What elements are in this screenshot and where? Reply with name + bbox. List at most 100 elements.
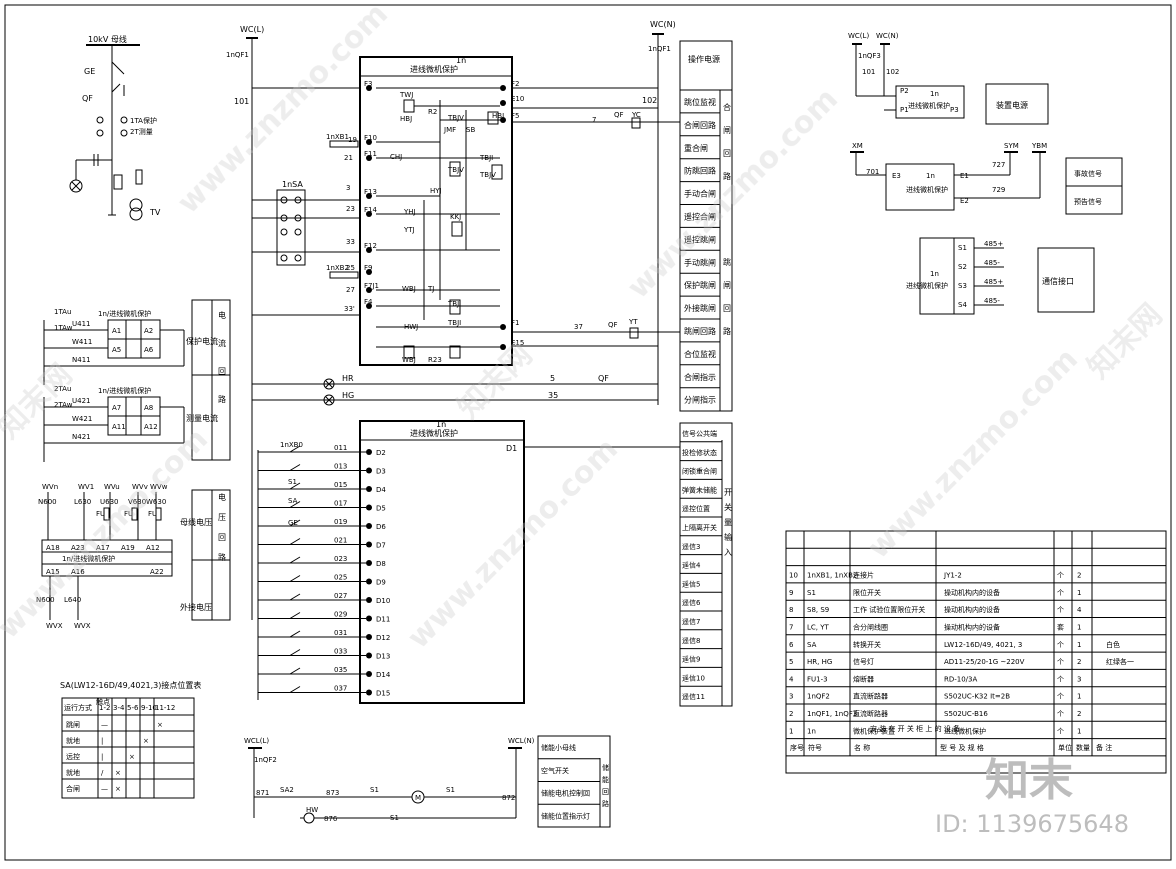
block-side: 回: [218, 367, 226, 376]
wire-label: 727: [992, 161, 1005, 169]
box: [41, 539, 173, 577]
box: [191, 489, 231, 621]
terminal-dot: [500, 100, 506, 106]
cell: A5: [112, 346, 121, 354]
block-title: 1n: [926, 172, 935, 180]
bus-label: WVn: [42, 483, 58, 491]
svg-text:GE: GE: [84, 67, 95, 76]
cell: E2: [960, 197, 969, 205]
panel-row: 跳闸回路: [684, 326, 716, 336]
terminal-dot: [366, 597, 372, 603]
cell: S3: [958, 282, 967, 290]
bom-cell: 合分闸线圈: [853, 623, 888, 632]
wire: [289, 649, 301, 656]
part-label: SA2: [280, 786, 294, 794]
signal-terminal: D8: [376, 560, 386, 568]
wire-label: 102: [886, 68, 899, 76]
table-cell: ×: [157, 721, 163, 729]
cell: E3: [892, 172, 901, 180]
bus-label: 10kV 母线: [88, 34, 127, 44]
panel-side: 回: [602, 788, 609, 796]
svg-text:www.znzmo.com: www.znzmo.com: [861, 342, 1085, 566]
box: [403, 99, 415, 113]
part-label: S1: [390, 814, 399, 822]
signal-terminal: D12: [376, 634, 390, 642]
bom-cell: 2: [789, 710, 793, 718]
terminal-label: F13: [364, 188, 377, 196]
bom-cell: 微机保护装置: [853, 726, 895, 735]
bom-head: 单位: [1058, 743, 1072, 752]
cell: A7: [112, 404, 121, 412]
panel-side: 量: [724, 518, 732, 527]
block-title: 1n: [930, 90, 939, 98]
bom-cell: 7: [789, 624, 793, 632]
wire-label: QF: [608, 321, 618, 329]
panel-row: 遥控跳闸: [684, 234, 716, 244]
svg-text:进线微机保护: 进线微机保护: [410, 64, 458, 74]
relay-label: R2: [428, 108, 437, 116]
table-cell: ×: [115, 769, 121, 777]
wire: [289, 445, 301, 453]
cell: A19: [121, 544, 135, 552]
block-side: 回: [218, 533, 226, 542]
part-label: S1: [370, 786, 379, 794]
ct-label: 2TAw: [54, 401, 73, 409]
box: [155, 507, 162, 521]
part-label: M: [415, 794, 421, 802]
terminal-dot: [366, 139, 372, 145]
relay-label: TJ: [427, 285, 434, 293]
box: [487, 111, 499, 125]
table-head: 11-12: [155, 704, 175, 712]
cell: A15: [46, 568, 60, 576]
wire-label: 33': [344, 305, 355, 313]
signal-terminal: D3: [376, 468, 386, 476]
panel-row: 弹簧未储能: [682, 485, 717, 494]
wire-label: QF: [614, 111, 624, 119]
panel-row: 空气开关: [541, 766, 569, 775]
cell: A2: [144, 327, 153, 335]
red-lamp-icon: [323, 378, 335, 390]
terminal-label: F9: [364, 264, 372, 272]
terminal-dot: [500, 85, 506, 91]
svg-text:101: 101: [234, 97, 249, 106]
bom-cell: 套: [1057, 623, 1064, 632]
panel-row: 闭锁重合闸: [682, 467, 717, 476]
table-cell: 就地: [66, 768, 80, 777]
bom-cell: 个: [1057, 693, 1064, 701]
svg-text:1nXB2: 1nXB2: [326, 264, 349, 272]
bom-cell: 个: [1057, 606, 1064, 614]
signal-terminal: D14: [376, 671, 391, 679]
panel-row: 遥信7: [682, 617, 700, 626]
block-side: 测量电流: [186, 413, 218, 423]
svg-text:QF: QF: [82, 94, 93, 103]
wire: [289, 556, 301, 564]
watermark: www.znzmo.com www.znzmo.com www.znzmo.co…: [0, 0, 1169, 656]
svg-text:www.znzmo.com: www.znzmo.com: [0, 422, 215, 646]
bom-cell: 4: [1077, 606, 1082, 614]
svg-text:HR: HR: [342, 374, 354, 383]
signal-terminal: D7: [376, 542, 386, 550]
bus-label: YBM: [1031, 142, 1047, 150]
terminal-dot: [366, 155, 372, 161]
relay-label: TBJI: [447, 319, 461, 327]
bom-cell: S1: [807, 589, 816, 597]
box: [61, 697, 195, 799]
panel-row: 手动跳闸: [684, 257, 716, 267]
panel-row: 合闸回路: [684, 120, 716, 130]
wire-label: 27: [346, 286, 355, 294]
wire-label: V630: [128, 498, 146, 506]
bus-label: WCL(N): [508, 737, 535, 745]
wire-label: 23: [346, 205, 355, 213]
panel-row: 信号公共端: [682, 429, 717, 438]
box: [131, 507, 138, 521]
cell: A11: [112, 423, 126, 431]
box: [403, 345, 415, 359]
svg-text:WC(N): WC(N): [650, 20, 676, 29]
box: [491, 164, 503, 180]
bom-cell: 个: [1057, 641, 1064, 649]
wire: [289, 519, 301, 527]
